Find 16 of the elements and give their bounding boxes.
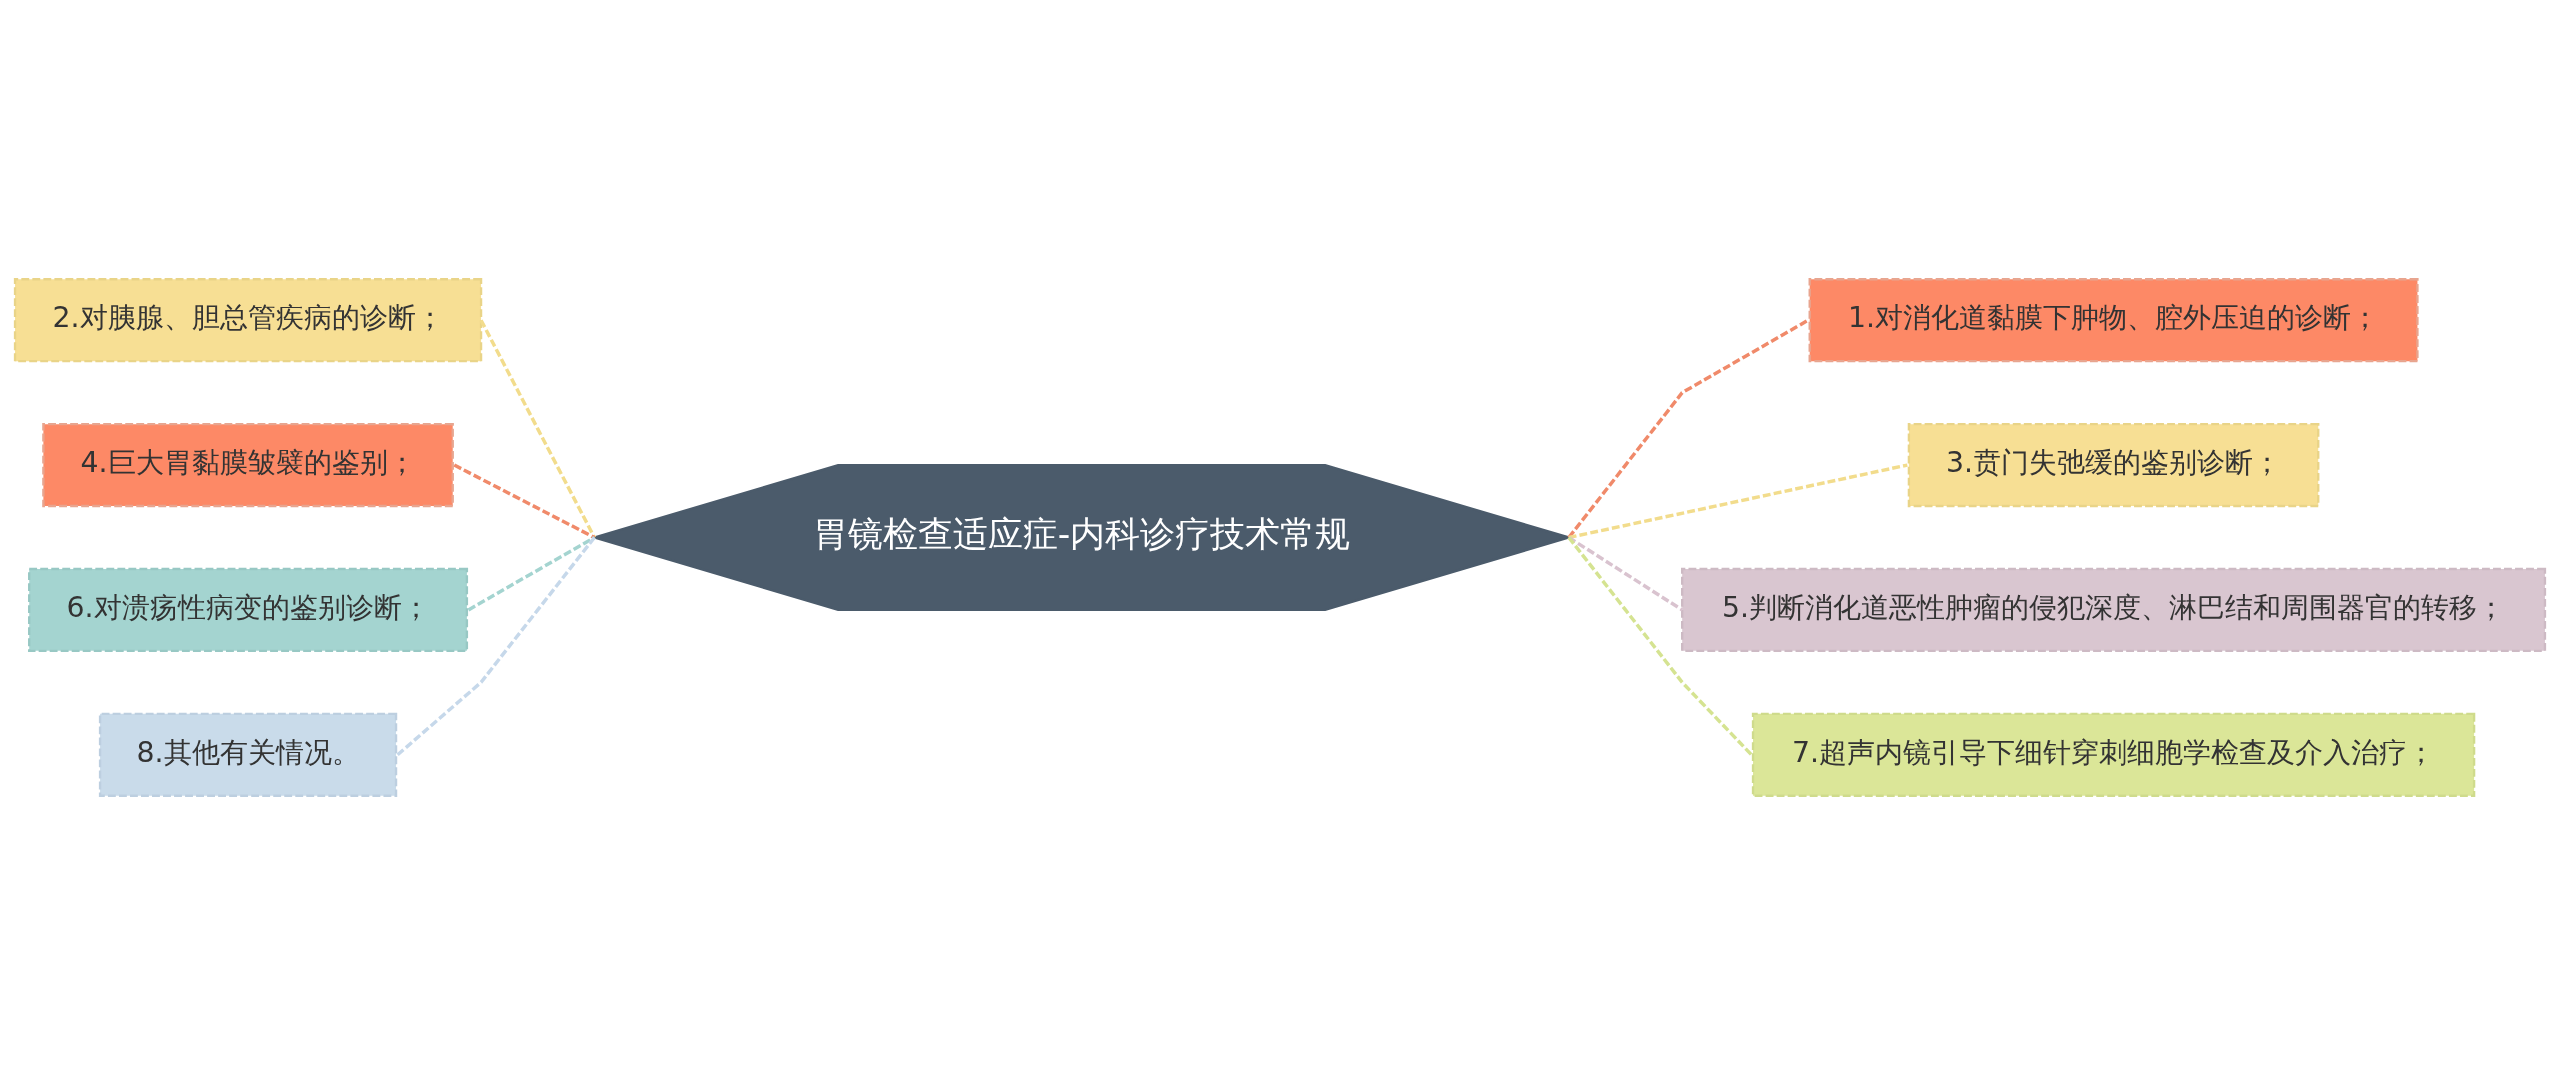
connector <box>396 536 596 757</box>
node-box: 7.超声内镜引导下细针穿刺细胞学检查及介入治疗； <box>1751 712 2476 797</box>
connector <box>1567 536 1684 612</box>
connector <box>1567 536 1753 756</box>
connector <box>467 536 596 612</box>
connector <box>479 319 596 539</box>
connector <box>1568 463 1908 540</box>
node-box: 2.对胰腺、胆总管疾病的诊断； <box>13 278 483 363</box>
node-box: 6.对溃疡性病变的鉴别诊断； <box>28 567 469 653</box>
node-box: 4.巨大胃黏膜皱襞的鉴别； <box>42 422 454 508</box>
node-box: 5.判断消化道恶性肿瘤的侵犯深度、淋巴结和周围器官的转移； <box>1681 567 2547 653</box>
connector <box>453 463 596 540</box>
node-box: 3.贲门失弛缓的鉴别诊断； <box>1907 422 2320 508</box>
connector <box>1567 318 1809 539</box>
node-box: 1.对消化道黏膜下肿物、腔外压迫的诊断； <box>1808 278 2419 363</box>
node-box: 8.其他有关情况。 <box>98 712 398 797</box>
